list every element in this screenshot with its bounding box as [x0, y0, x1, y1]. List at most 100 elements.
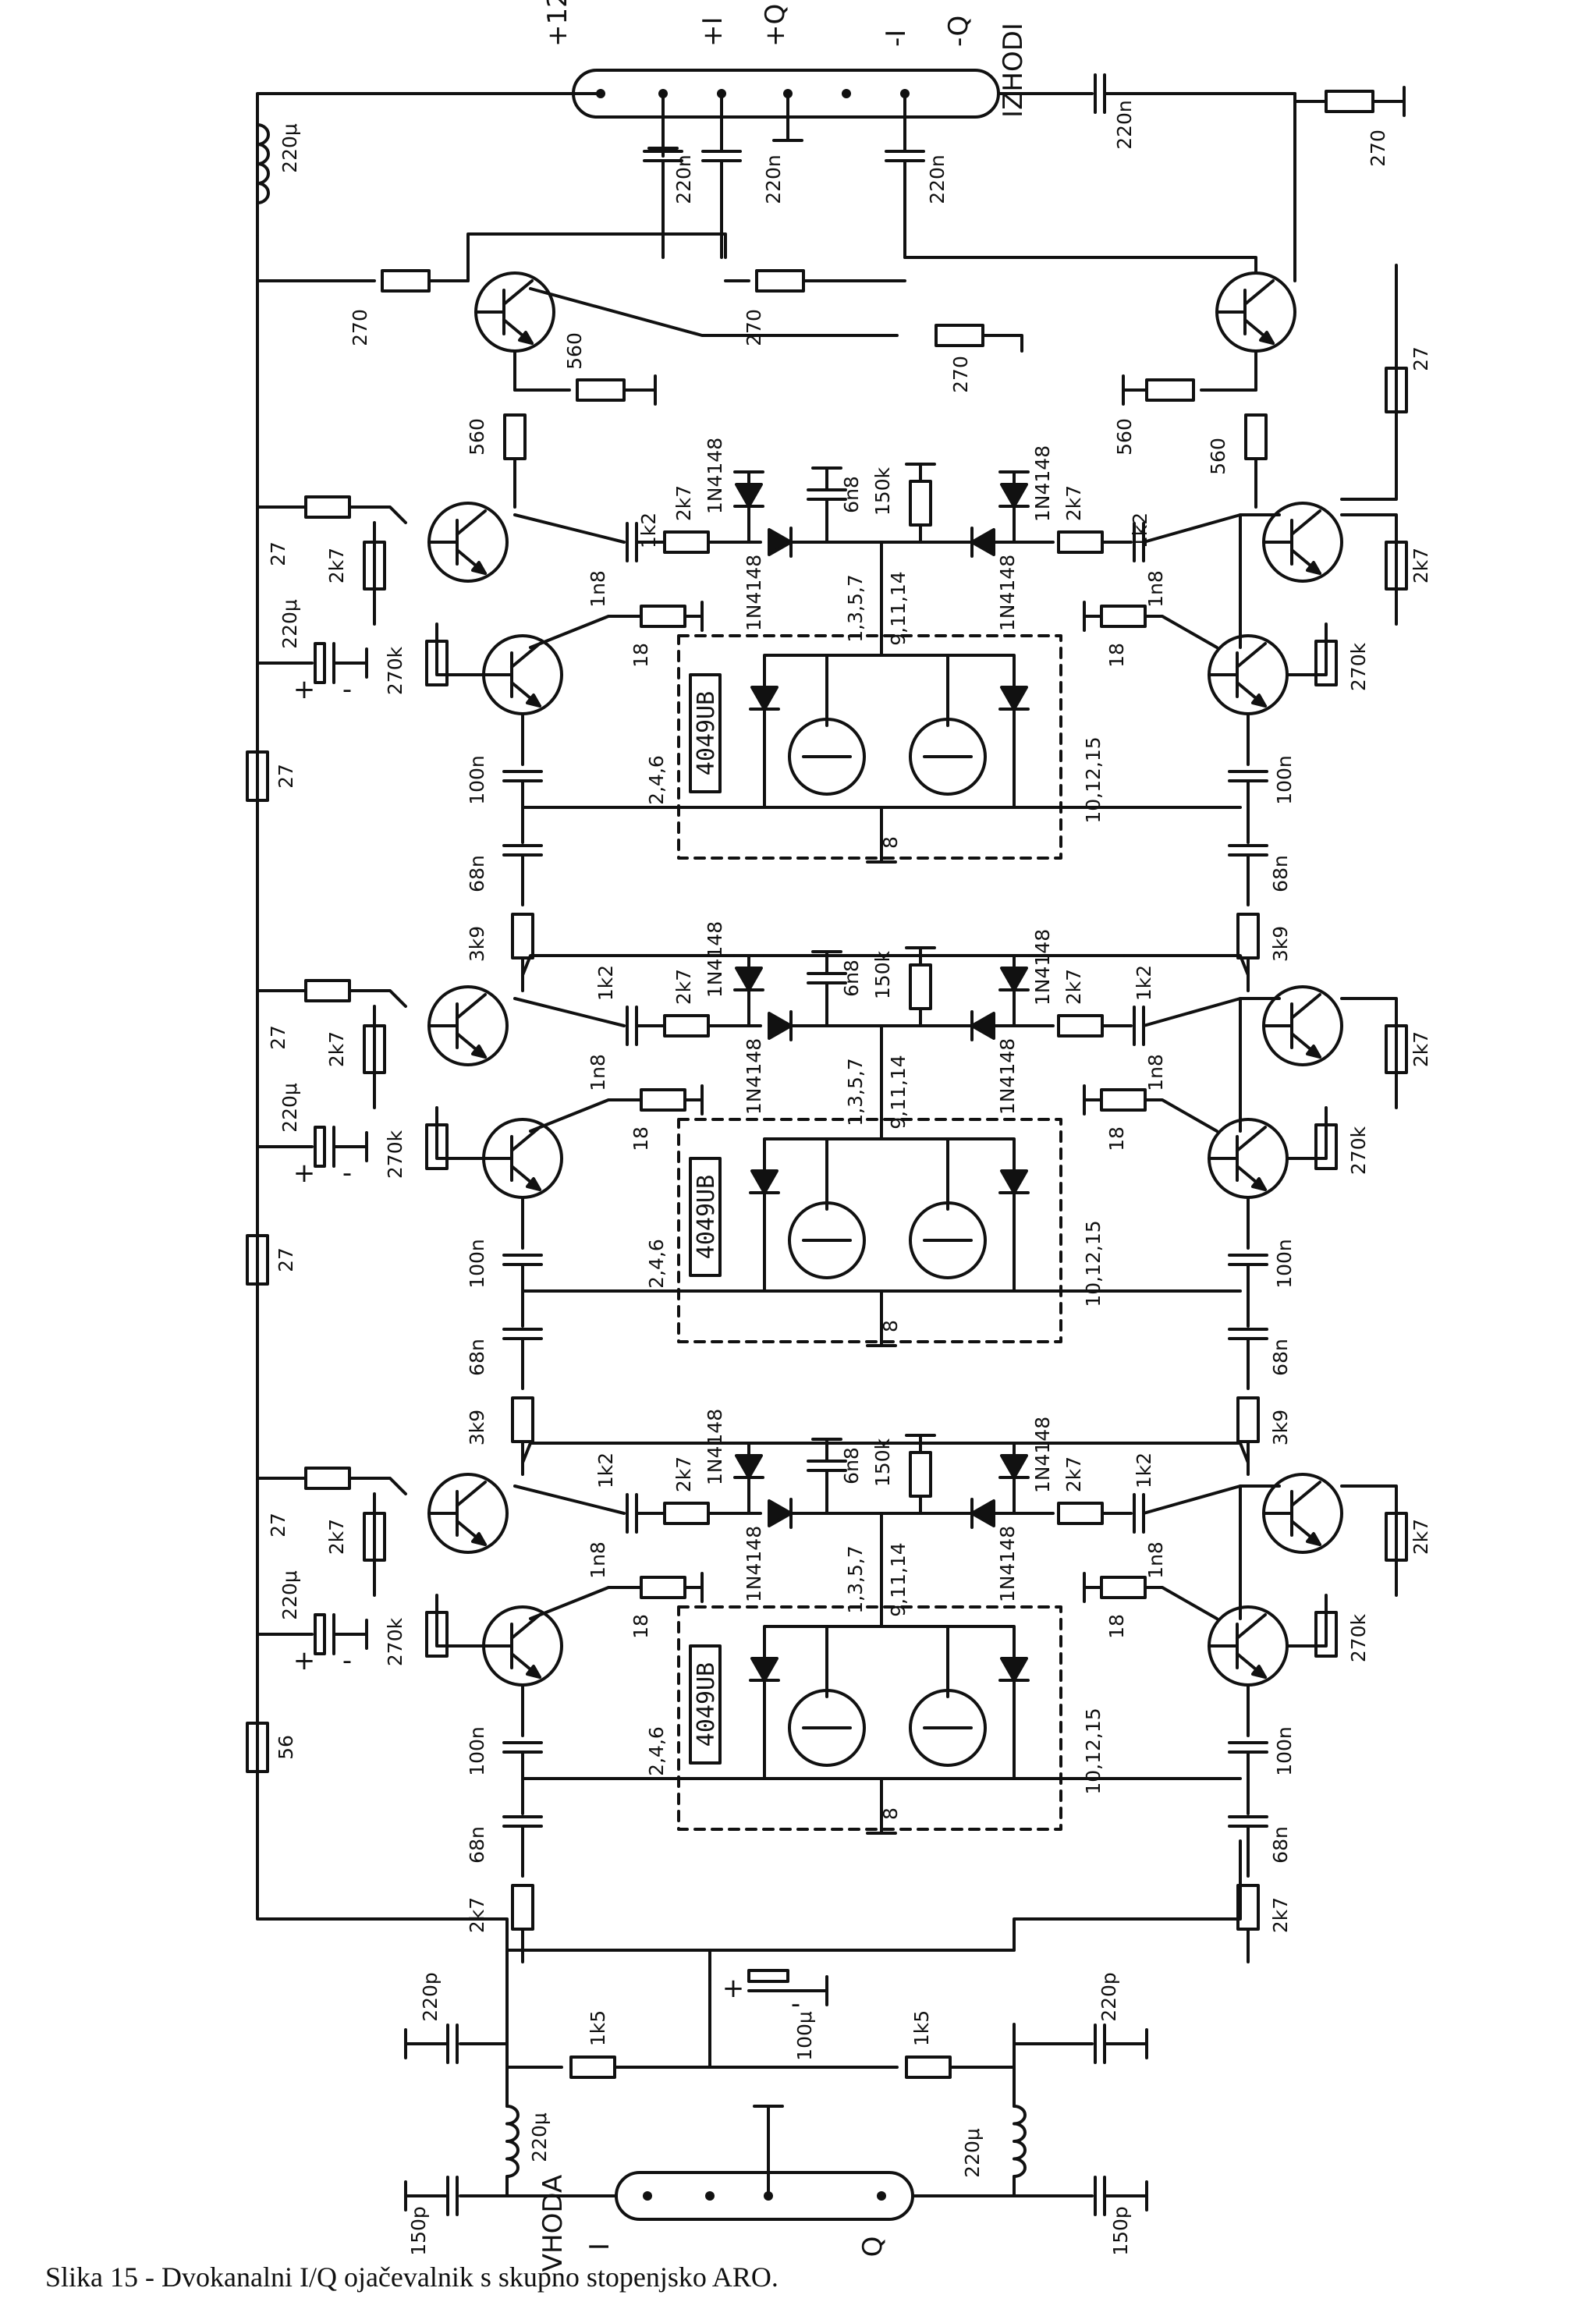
inductor — [505, 2105, 520, 2178]
wire — [466, 232, 727, 282]
capacitor — [446, 2024, 459, 2064]
transistor-bf199 — [427, 502, 509, 583]
component-label: 150p — [407, 2206, 430, 2256]
resistor — [755, 269, 805, 293]
electrolytic-capacitor — [747, 1969, 789, 1983]
component-label: 1N4148 — [1031, 445, 1054, 522]
resistor — [1325, 90, 1374, 113]
capacitor — [1133, 522, 1145, 562]
diode-1n4148 — [768, 527, 793, 558]
component-label: 4049UB — [693, 691, 720, 775]
transistor-bf199 — [1208, 1605, 1289, 1687]
component-label: 8 — [879, 1807, 902, 1820]
component-label: 1N4148 — [743, 1526, 765, 1602]
component-label: 1n8 — [1144, 570, 1167, 608]
wire — [1142, 997, 1242, 1027]
wire — [529, 615, 641, 649]
resistor — [1100, 1088, 1147, 1112]
component-label: 100μ — [793, 2011, 816, 2061]
component-label: 150p — [1109, 2206, 1132, 2256]
wire — [529, 287, 899, 337]
component-label: + — [293, 1645, 316, 1676]
electrolytic-capacitor — [314, 642, 326, 684]
component-label: - — [342, 674, 352, 705]
component-label: 220n — [926, 154, 949, 204]
mosfet-symbol — [909, 1201, 987, 1279]
electrolytic-capacitor — [314, 1126, 326, 1168]
transistor-bf199 — [1215, 271, 1296, 353]
component-label: 270 — [349, 309, 371, 346]
component-label: 2,4,6 — [645, 1726, 668, 1776]
capacitor — [1228, 1328, 1268, 1340]
wire — [1340, 513, 1398, 626]
component-label: 2k7 — [1269, 1897, 1292, 1933]
capacitor — [1133, 1006, 1145, 1046]
component-label: 56 — [275, 1735, 297, 1760]
wire — [911, 2175, 1016, 2197]
wire — [435, 622, 485, 676]
capacitor — [626, 1006, 638, 1046]
inductor — [1013, 2105, 1027, 2178]
resistor — [1100, 605, 1147, 628]
wire — [1340, 997, 1398, 1109]
resistor — [640, 1088, 686, 1112]
component-label: + — [722, 1973, 745, 2004]
component-label: - — [791, 1988, 800, 2020]
junction-dot — [877, 2191, 886, 2201]
resistor — [304, 1467, 351, 1490]
component-label: 1N4148 — [704, 438, 726, 514]
ic-4049ub-outline — [677, 634, 1062, 860]
component-label: 10,12,15 — [1082, 1708, 1105, 1794]
capacitor — [1133, 1493, 1145, 1534]
wire — [513, 513, 626, 544]
diode-1n4148 — [998, 483, 1030, 508]
component-label: VHODA — [537, 2175, 569, 2272]
ic-4049ub-outline — [677, 1118, 1062, 1343]
component-label: 1N4148 — [996, 555, 1019, 631]
component-label: 27 — [267, 541, 289, 566]
component-label: 100n — [1273, 755, 1296, 805]
component-label: 10,12,15 — [1082, 1220, 1105, 1307]
component-label: 9,11,14 — [887, 1055, 910, 1129]
component-label: 2k7 — [1062, 1456, 1085, 1492]
component-label: 3k9 — [466, 926, 488, 962]
component-label: 18 — [630, 1126, 652, 1151]
wire — [880, 1137, 1016, 1172]
component-label: 100n — [466, 755, 488, 805]
component-label: 1k2 — [1129, 513, 1151, 548]
resistor — [1314, 640, 1338, 686]
component-label: 150k — [871, 1438, 894, 1487]
resistor — [905, 2055, 952, 2079]
resistor — [363, 541, 386, 591]
capacitor — [502, 1815, 543, 1828]
transistor-bf199 — [427, 1473, 509, 1554]
resistor — [363, 1024, 386, 1074]
capacitor — [626, 1493, 638, 1534]
resistor — [503, 413, 527, 460]
component-label: 220n — [672, 154, 695, 204]
capacitor — [701, 150, 742, 162]
resistor — [246, 1722, 269, 1773]
component-label: 1k5 — [587, 2010, 609, 2046]
component-label: - — [342, 1645, 352, 1676]
component-label: 10,12,15 — [1082, 736, 1105, 823]
capacitor — [807, 1460, 847, 1472]
capacitor — [1094, 2024, 1106, 2064]
component-label: 1n8 — [587, 1054, 609, 1091]
inductor — [256, 123, 270, 204]
component-label: 6n8 — [840, 1447, 863, 1484]
wire — [513, 997, 626, 1027]
wire — [529, 1586, 641, 1620]
component-label: 18 — [630, 643, 652, 668]
resistor — [1385, 541, 1408, 591]
component-label: 2k7 — [672, 969, 695, 1005]
component-label: 1N4148 — [1031, 1417, 1054, 1493]
component-label: 2k7 — [466, 1897, 488, 1933]
component-label: 2k7 — [325, 548, 348, 583]
diode-1n4148 — [998, 1657, 1030, 1682]
component-label: 1k2 — [637, 513, 660, 548]
input-connector — [615, 2171, 914, 2221]
diode-1n4148 — [998, 967, 1030, 991]
